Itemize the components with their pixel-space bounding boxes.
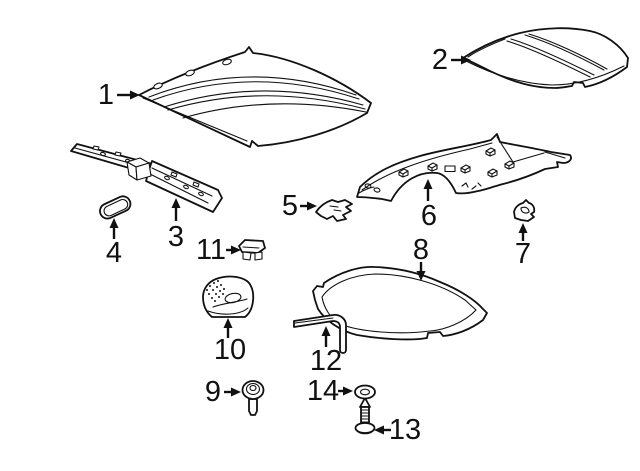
- part-quarter-trim-panel: [202, 275, 255, 318]
- callout-1-label[interactable]: 1: [98, 79, 114, 111]
- callout-12-arrow: [321, 326, 331, 336]
- part-grommet-washer: [354, 384, 376, 400]
- callout-4[interactable]: 4: [106, 218, 122, 269]
- callout-5[interactable]: 5: [282, 190, 317, 222]
- callout-3-arrow: [171, 198, 181, 208]
- part-retainer-bracket: [315, 199, 353, 222]
- callout-1-arrow: [130, 90, 140, 100]
- callout-6-arrow: [423, 179, 433, 189]
- callout-4-arrow: [109, 218, 119, 228]
- callout-14[interactable]: 14: [307, 375, 353, 407]
- callout-11-label[interactable]: 11: [196, 234, 226, 266]
- callout-5-arrow: [307, 201, 317, 211]
- callout-8[interactable]: 8: [413, 234, 429, 281]
- callout-13-arrow: [374, 425, 384, 435]
- callout-1[interactable]: 1: [98, 79, 140, 111]
- callout-8-label[interactable]: 8: [413, 234, 429, 266]
- callout-14-arrow: [343, 386, 353, 396]
- callout-9-arrow: [231, 387, 241, 397]
- part-push-pin-retainer: [241, 380, 265, 416]
- callout-13-label[interactable]: 13: [389, 414, 421, 446]
- callout-8-arrow: [416, 271, 426, 281]
- callout-6-label[interactable]: 6: [421, 200, 437, 232]
- part-rear-roof-trim-panel: [462, 27, 629, 89]
- callout-5-label[interactable]: 5: [282, 190, 298, 222]
- callout-12[interactable]: 12: [310, 326, 342, 377]
- part-trim-end-cap: [99, 195, 132, 220]
- callout-7-arrow: [518, 223, 528, 233]
- callout-4-label[interactable]: 4: [106, 237, 122, 269]
- part-retainer-clip: [513, 199, 536, 222]
- callout-2-label[interactable]: 2: [432, 44, 448, 76]
- part-roof-headliner-panel: [138, 46, 372, 148]
- part-corner-molding-bracket: [293, 313, 347, 354]
- part-mounting-screw: [354, 397, 376, 435]
- callout-10-arrow: [223, 318, 233, 328]
- callout-13[interactable]: 13: [374, 414, 421, 446]
- callout-10-label[interactable]: 10: [214, 334, 246, 366]
- part-access-cover-cap: [238, 239, 266, 261]
- callout-9-label[interactable]: 9: [205, 376, 221, 408]
- callout-14-label[interactable]: 14: [307, 375, 339, 407]
- callout-11[interactable]: 11: [196, 234, 241, 266]
- callout-9[interactable]: 9: [205, 376, 241, 408]
- callout-3[interactable]: 3: [168, 198, 184, 253]
- callout-7-label[interactable]: 7: [515, 238, 531, 270]
- callout-10[interactable]: 10: [214, 318, 246, 366]
- part-header-trim-rail: [70, 143, 223, 213]
- callout-6[interactable]: 6: [421, 179, 437, 232]
- callout-3-label[interactable]: 3: [168, 221, 184, 253]
- callout-2-arrow: [461, 55, 471, 65]
- callout-12-label[interactable]: 12: [310, 345, 342, 377]
- part-side-rail-trim-panel: [356, 133, 572, 202]
- callout-2[interactable]: 2: [432, 44, 471, 76]
- callout-7[interactable]: 7: [515, 223, 531, 270]
- callout-11-arrow: [231, 245, 241, 255]
